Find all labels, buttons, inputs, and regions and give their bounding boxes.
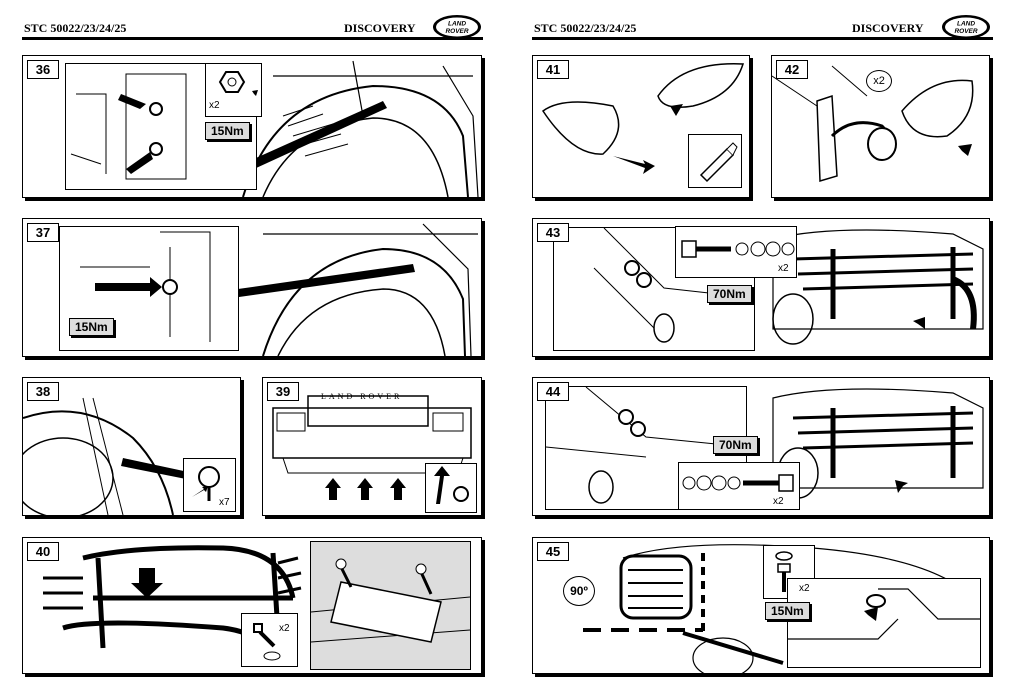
left-page-header: STC 50022/23/24/25 DISCOVERY LAND ROVER xyxy=(22,14,483,44)
step-39-panel: LAND ROVER 39 xyxy=(262,377,482,516)
svg-text:LAND: LAND xyxy=(957,21,975,28)
step-38-panel: x7 38 xyxy=(22,377,241,516)
adhesive-tube-inset xyxy=(688,134,742,188)
step-37-torque: 15Nm xyxy=(69,318,114,336)
step-36-qty: x2 xyxy=(209,100,220,111)
step-37-number: 37 xyxy=(27,223,59,242)
clip-detail-inset xyxy=(425,463,477,513)
nut-detail-inset xyxy=(205,63,262,117)
step-36-torque: 15Nm xyxy=(205,122,250,140)
step-43-number: 43 xyxy=(537,223,569,242)
step-36-number: 36 xyxy=(27,60,59,79)
step-44-torque: 70Nm xyxy=(713,436,758,454)
step-45-torque: 15Nm xyxy=(765,602,810,620)
right-header-code: STC 50022/23/24/25 xyxy=(534,21,637,35)
left-header-rule xyxy=(22,37,483,40)
lamp-bracket-illustration xyxy=(772,65,974,182)
step-36-panel: x2 15Nm 36 xyxy=(22,55,482,198)
step-37-panel: 15Nm 37 xyxy=(22,218,482,357)
left-header-code: STC 50022/23/24/25 xyxy=(24,21,127,35)
right-header-rule xyxy=(532,37,993,40)
step-43-qty: x2 xyxy=(778,263,789,274)
svg-text:ROVER: ROVER xyxy=(445,28,468,35)
step-43-panel: x2 70Nm 43 xyxy=(532,218,990,357)
step-45-number: 45 xyxy=(537,542,569,561)
grille-badge-text: LAND ROVER xyxy=(321,392,403,401)
step-41-number: 41 xyxy=(537,60,569,79)
fixing-point-detail-inset xyxy=(787,578,981,668)
lamp-pod-illustration xyxy=(541,63,745,174)
step-38-number: 38 xyxy=(27,382,59,401)
step-45-angle: 90º xyxy=(563,576,595,606)
step-44-number: 44 xyxy=(537,382,569,401)
step-45-panel: 90º x2 15Nm 45 xyxy=(532,537,990,674)
wheel-arch-illustration xyxy=(238,223,478,356)
right-page-header: STC 50022/23/24/25 DISCOVERY LAND ROVER xyxy=(532,14,993,44)
wheel-arch-illustration xyxy=(238,60,479,197)
step-42-number: 42 xyxy=(776,60,808,79)
step-45-qty: x2 xyxy=(799,583,810,594)
step-44-panel: 70Nm x2 44 xyxy=(532,377,990,516)
pointer-line xyxy=(238,101,387,174)
svg-text:LAND: LAND xyxy=(448,21,466,28)
bolt-washer-stack-inset xyxy=(675,226,797,278)
svg-text:ROVER: ROVER xyxy=(954,28,977,35)
step-44-qty: x2 xyxy=(773,496,784,507)
right-header-model: DISCOVERY xyxy=(852,21,924,35)
step-42-qty: x2 xyxy=(866,70,892,92)
step-40-qty: x2 xyxy=(279,623,290,634)
inner-arch-liner-illustration xyxy=(23,397,193,515)
a-bar-fitted-illustration xyxy=(772,388,984,503)
bolt-washer-stack-inset xyxy=(678,462,800,510)
front-bumper-illustration xyxy=(272,395,472,500)
step-39-number: 39 xyxy=(267,382,299,401)
step-38-qty: x7 xyxy=(219,497,230,508)
left-header-model: DISCOVERY xyxy=(344,21,416,35)
screw-detail-inset xyxy=(183,458,236,512)
step-40-number: 40 xyxy=(27,542,59,561)
step-40-panel: x2 40 xyxy=(22,537,482,674)
bolt-detail-inset xyxy=(241,613,298,667)
step-42-panel: x2 42 xyxy=(771,55,990,198)
step-41-panel: 41 xyxy=(532,55,750,198)
land-rover-logo-left: LAND ROVER xyxy=(432,14,482,40)
step-43-torque: 70Nm xyxy=(707,285,752,303)
mounting-bracket-inset xyxy=(310,541,471,670)
land-rover-logo-right: LAND ROVER xyxy=(941,14,991,40)
